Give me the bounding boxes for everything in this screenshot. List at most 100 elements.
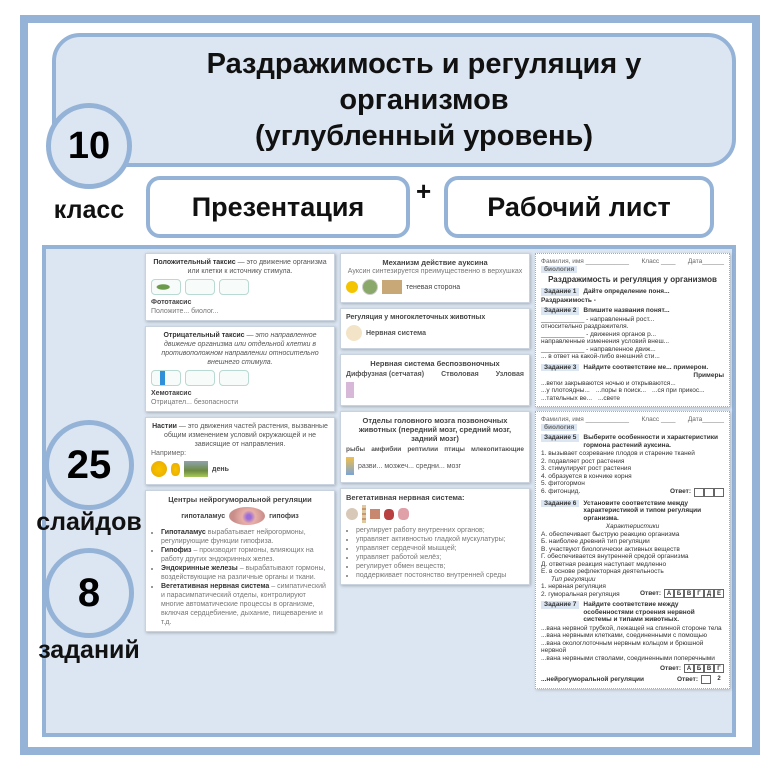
name-field: Фамилия, имя ____________	[541, 416, 630, 423]
dandelion-closed-image	[171, 462, 180, 476]
slide-note: Положите... биолог...	[151, 308, 219, 315]
slides-count-badge: 25	[44, 420, 134, 510]
task-line: 1. вызывает созревание плодов и старение…	[541, 450, 695, 457]
title-line: Раздражимость и регуляция у	[206, 48, 642, 80]
date-field: Дата______	[687, 258, 724, 265]
slide-preview: Центры нейрогуморальной регуляции гипота…	[145, 490, 335, 632]
bullet-item: Вегетативная нервная система – симпатиче…	[161, 582, 329, 627]
slide-label: теневая сторона	[406, 283, 461, 291]
slide-text: — это движение организма или клетки к ис…	[187, 259, 327, 275]
bullet-item: управляет работой желёз;	[356, 553, 524, 562]
slide-preview: Отделы головного мозга позвоночных живот…	[340, 411, 530, 483]
tasks-count-label: заданий	[38, 636, 140, 664]
answer-label: Ответ:	[676, 675, 698, 683]
slide-title: Вегетативная нервная система:	[346, 493, 465, 502]
tasks-count-badge: 8	[44, 548, 134, 638]
class-field: Класс ____	[641, 258, 676, 265]
heart-image	[384, 508, 394, 520]
answer-cell[interactable]: Б	[694, 664, 704, 673]
task-line: ...у плотоядны...	[541, 387, 590, 394]
answer-cell[interactable]: В	[704, 664, 714, 673]
task-tag: Задание 7	[541, 601, 580, 609]
euglena-image	[151, 279, 181, 295]
brain-image	[346, 457, 354, 475]
answer-cell[interactable]: А	[684, 664, 694, 673]
task-line: ... в ответ на какой-либо внешний сти...	[541, 353, 660, 360]
answer-cell[interactable]	[704, 487, 714, 497]
task-line: 5. фитогормон	[541, 480, 585, 487]
slide-title: Центры нейрогуморальной регуляции	[168, 495, 312, 504]
task-text: Найдите соответствие ме... примером.	[583, 363, 709, 371]
slide-preview: Положительный таксис — это движение орга…	[145, 253, 335, 321]
task-line: 2. подавляет рост растения	[541, 457, 625, 465]
task-line: 6. фитонцид.	[541, 488, 581, 496]
answer-cell[interactable]: А	[664, 589, 674, 598]
slide-text: — это направленное движение организма ил…	[161, 332, 319, 366]
slide-label: Нервная система	[366, 329, 426, 337]
hydra-image	[346, 382, 354, 398]
answer-label: Ответ:	[659, 664, 681, 672]
slide-title: Регуляция у многоклеточных животных	[346, 314, 486, 321]
task-line: В. участвуют биологически активных вещес…	[541, 545, 680, 553]
answer-cell[interactable]: Г	[714, 664, 724, 673]
slide-title: Механизм действие ауксина	[382, 258, 488, 267]
slide-caption: Хемотаксис	[151, 390, 192, 397]
date-field: Дата______	[687, 416, 724, 423]
diagram-label: гипоталамус	[181, 512, 226, 520]
animal-image	[346, 325, 362, 341]
task-text: Найдите соответствие между особенностями…	[583, 601, 695, 623]
answer-cell[interactable]: Е	[714, 589, 724, 598]
bullet-item: Гипоталамус вырабатывает нейрогормоны, р…	[161, 528, 329, 546]
slide-preview: Механизм действие ауксина Ауксин синтези…	[340, 253, 530, 303]
bullet-text: – симпатический и парасимпатический отде…	[161, 583, 326, 626]
slide-text: — это движения частей растения, вызванны…	[163, 423, 328, 448]
organ-image	[370, 509, 380, 519]
task-line: ...ся при прикос...	[652, 387, 705, 394]
bullet-item: поддерживает постоянство внутренней сред…	[356, 571, 524, 580]
sun-icon	[346, 281, 358, 293]
task-line: ____________ - направленный рост...	[541, 315, 655, 323]
lungs-image	[398, 508, 409, 520]
task-tag: Задание 6	[541, 499, 580, 507]
slide-text: Ауксин синтезируется преимущественно в в…	[347, 268, 523, 275]
task-line: Б. наиболее древний тип регуляции	[541, 538, 650, 545]
bullet-text: вырабатывает нейрогормоны, регулирующие …	[161, 529, 306, 545]
task-tag: Задание 3	[541, 363, 580, 371]
answer-cell[interactable]: Б	[674, 589, 684, 598]
answer-cell[interactable]	[694, 487, 704, 497]
task-line: ...поры в поиск...	[595, 387, 647, 394]
soil-pot-image	[382, 280, 402, 294]
page-title: Раздражимость и регуляция у организмов (…	[207, 46, 642, 154]
answer-cell[interactable]: Г	[694, 589, 704, 598]
nervous-type-label: Диффузная (сетчатая)	[346, 371, 425, 378]
answer-cell[interactable]: В	[684, 589, 694, 598]
task-line: ...ветки закрываются ночью и открываются…	[541, 379, 676, 387]
task-line: 3. стимулирует рост растения	[541, 465, 632, 472]
answer-cell[interactable]	[701, 675, 711, 684]
answer-cell[interactable]: Д	[704, 589, 714, 598]
brain-image	[229, 507, 266, 525]
task-line: Г. обеспечивается внутренней средой орга…	[541, 553, 689, 560]
slide-title: Нервная система беспозвоночных	[370, 359, 500, 368]
task-line: ...вана окологлоточным нервным кольцом и…	[541, 639, 704, 655]
bullet-item: Гипофиз – производит гормоны, влияющих н…	[161, 546, 329, 564]
grade-label: класс	[53, 196, 125, 224]
grade-badge: 10	[46, 103, 132, 189]
slide-title: Отрицательный таксис	[163, 332, 245, 339]
animal-label: птицы	[444, 446, 465, 453]
task-tag: Задание 2	[541, 307, 580, 315]
bullet-item: регулирует обмен веществ;	[356, 562, 524, 571]
animal-label: млекопитающие	[470, 446, 524, 453]
task-tag: Задание 1	[541, 288, 580, 296]
bullet-item: регулирует работу внутренних органов;	[356, 526, 524, 535]
slide-preview: Вегетативная нервная система: регулирует…	[340, 488, 530, 585]
page-number: 2	[717, 676, 721, 682]
slide-caption: Фототаксис	[151, 299, 192, 306]
answer-label: Ответ:	[669, 488, 691, 496]
task-line: ...свете	[598, 394, 620, 402]
task-line: направленные изменения условий внеш...	[541, 338, 670, 345]
task-line: 4. образуется в кончике корня	[541, 472, 632, 480]
subject-tag: биология	[541, 265, 578, 273]
diagram-label: гипофиз	[269, 512, 299, 520]
answer-cell[interactable]	[714, 487, 724, 497]
